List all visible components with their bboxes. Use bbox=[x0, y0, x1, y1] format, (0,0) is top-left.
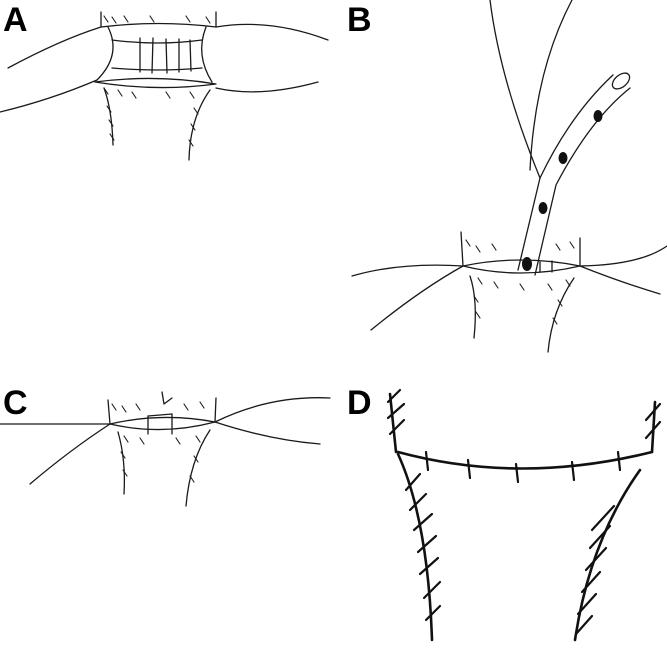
panel-label-a: A bbox=[3, 1, 28, 39]
panel-d-drawing bbox=[386, 388, 662, 642]
panel-label-b: B bbox=[347, 1, 372, 39]
stent-hole bbox=[558, 152, 568, 164]
panel-label-c: C bbox=[3, 384, 28, 422]
panel-b-drawing bbox=[351, 0, 667, 353]
panel-a-drawing bbox=[0, 11, 329, 161]
panel-c-drawing bbox=[0, 391, 331, 507]
stent-hole bbox=[538, 202, 548, 214]
panel-label-d: D bbox=[347, 384, 372, 422]
stent-hole bbox=[593, 110, 603, 122]
stent-hole bbox=[522, 257, 532, 271]
